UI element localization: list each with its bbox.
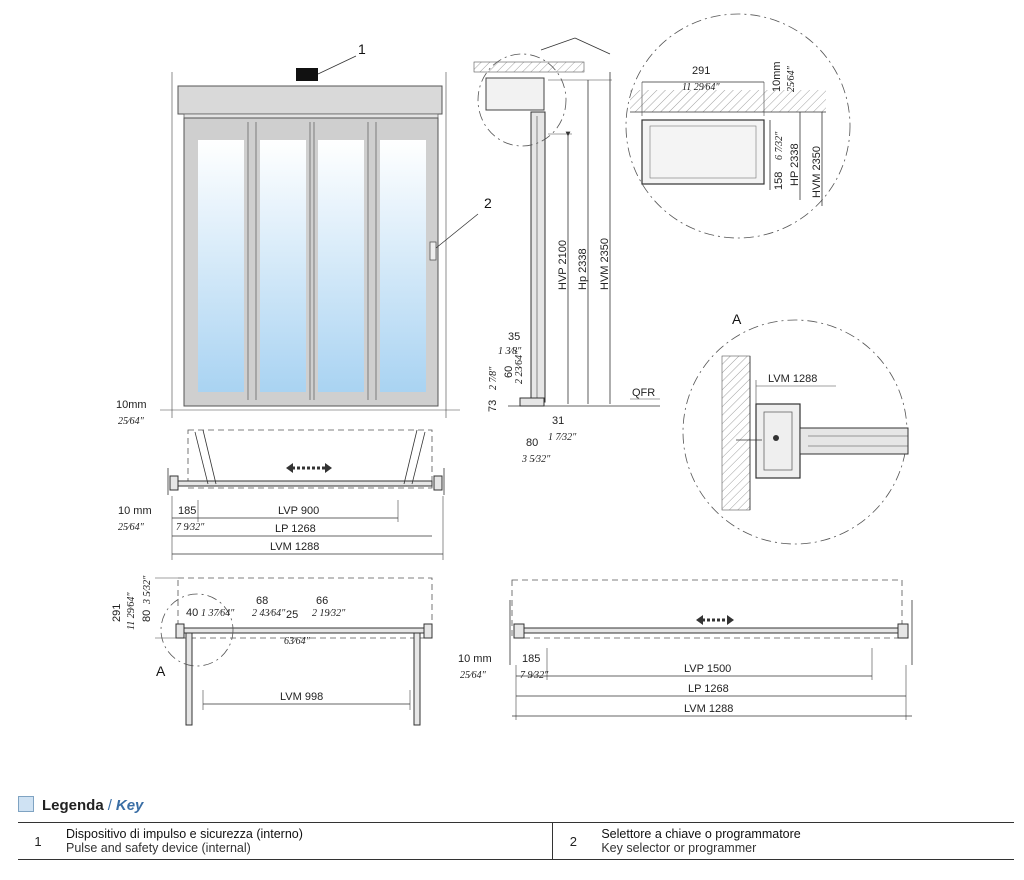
- section-35: 35: [508, 331, 520, 343]
- plan2-40: 40: [186, 607, 198, 619]
- section-73: 73: [487, 400, 499, 412]
- plan2-66-in: 2 19⁄32": [312, 608, 346, 619]
- detail-291: 291: [692, 65, 710, 77]
- plan1-185: 185: [178, 505, 196, 517]
- callout-2: 2: [484, 195, 492, 211]
- plan3-wall: 10 mm: [458, 653, 492, 665]
- section-60: 60: [503, 366, 515, 378]
- section-qfr: QFR: [632, 387, 655, 399]
- detail-header: 291 11 29⁄64" 10mm 25⁄64" 158 6 7⁄32" HP…: [625, 13, 851, 239]
- callout-1: 1: [358, 41, 366, 57]
- plan3-185-in: 7 9⁄32": [520, 670, 549, 681]
- plan1-wall-in: 25⁄64": [118, 522, 145, 533]
- legend-item-2-num: 2: [552, 822, 594, 860]
- legend-title-en: Key: [115, 797, 144, 814]
- legend-item-1-text: Dispositivo di impulso e sicurezza (inte…: [58, 822, 554, 860]
- vertical-section: HVP 2100 Hp 2338 HVM 2350 35 1 3⁄8" 60 2…: [473, 37, 660, 465]
- plan3-lp: LP 1268: [688, 683, 729, 695]
- elevation-wall-gap: 10mm: [116, 399, 147, 411]
- plan2-291-in: 11 29⁄64": [126, 592, 137, 630]
- plan2-291: 291: [111, 604, 123, 622]
- plan1-lvm: LVM 1288: [270, 541, 319, 553]
- detail-158: 158: [773, 172, 785, 190]
- plan3-185: 185: [522, 653, 540, 665]
- legend-swatch-icon: [18, 796, 34, 812]
- section-31-in: 1 7⁄32": [548, 432, 577, 443]
- detail-158-in: 6 7⁄32": [774, 131, 785, 160]
- front-elevation: 1 2 10mm 25⁄64": [116, 41, 492, 427]
- plan-view-3: 10 mm 25⁄64" 185 7 9⁄32" LVP 1500 LP 126…: [458, 579, 913, 720]
- plan2-68: 68: [256, 595, 268, 607]
- legend-item-2-text: Selettore a chiave o programmatore Key s…: [593, 822, 1014, 860]
- detail-291-in: 11 29⁄64": [682, 82, 720, 93]
- callout-a-plan: A: [156, 663, 166, 679]
- section-hvp: HVP 2100: [557, 240, 569, 290]
- legend-title: Legenda/Key: [18, 796, 143, 814]
- plan2-63-in: 63⁄64": [284, 636, 311, 647]
- legend-row: 1 Dispositivo di impulso e sicurezza (in…: [18, 822, 1014, 860]
- section-31: 31: [552, 415, 564, 427]
- elevation-wall-gap-in: 25⁄64": [118, 416, 145, 427]
- key-selector-icon: [429, 241, 437, 261]
- legend-table: 1 Dispositivo di impulso e sicurezza (in…: [18, 822, 1014, 860]
- detail-a: A LVM 1288: [682, 311, 909, 545]
- section-hp: Hp 2338: [577, 248, 589, 290]
- legend-item-1-en: Pulse and safety device (internal): [66, 841, 251, 855]
- plan2-66: 66: [316, 595, 328, 607]
- plan1-lp: LP 1268: [275, 523, 316, 535]
- technical-drawing: 1 2 10mm 25⁄64" 10 mm 25⁄64" 185 7 9⁄32"…: [111, 13, 913, 726]
- callout-a-detail: A: [732, 311, 742, 327]
- plan-view-1: 10 mm 25⁄64" 185 7 9⁄32" LVP 900 LP 1268…: [118, 429, 445, 560]
- plan2-80: 80: [141, 610, 153, 622]
- detail-10mm: 10mm: [771, 61, 783, 92]
- detail-10mm-in: 25⁄64": [786, 65, 797, 92]
- plan-view-2: 291 11 29⁄64" 80 3 5⁄32" 40 1 37⁄64" 68 …: [111, 575, 433, 726]
- plan1-wall: 10 mm: [118, 505, 152, 517]
- legend-title-it: Legenda: [42, 797, 104, 814]
- legend-item-2-it: Selettore a chiave o programmatore: [601, 827, 801, 841]
- plan3-lvm: LVM 1288: [684, 703, 733, 715]
- plan2-80-in: 3 5⁄32": [142, 575, 153, 605]
- section-73-in: 2 7⁄8": [488, 366, 499, 390]
- legend-separator: /: [107, 797, 112, 814]
- plan1-lvp: LVP 900: [278, 505, 319, 517]
- legend-item-1-it: Dispositivo di impulso e sicurezza (inte…: [66, 827, 303, 841]
- plan2-40-in: 1 37⁄64": [201, 608, 235, 619]
- detail-a-lvm: LVM 1288: [768, 373, 817, 385]
- section-35-in: 1 3⁄8": [498, 346, 522, 357]
- section-80: 80: [526, 437, 538, 449]
- detail-hvm: HVM 2350: [811, 146, 823, 198]
- section-hvm: HVM 2350: [599, 238, 611, 290]
- detail-hp: HP 2338: [789, 143, 801, 186]
- plan3-wall-in: 25⁄64": [460, 670, 487, 681]
- plan2-lvm: LVM 998: [280, 691, 323, 703]
- plan1-185-in: 7 9⁄32": [176, 522, 205, 533]
- legend-item-1-num: 1: [18, 822, 58, 860]
- section-80-in: 3 5⁄32": [521, 454, 551, 465]
- legend-item-2-en: Key selector or programmer: [601, 841, 757, 855]
- section-60-in: 2 23⁄64": [514, 350, 525, 384]
- sensor-device-icon: [296, 68, 318, 81]
- plan2-68-in: 2 43⁄64": [252, 608, 286, 619]
- plan2-25: 25: [286, 609, 298, 621]
- plan3-lvp: LVP 1500: [684, 663, 731, 675]
